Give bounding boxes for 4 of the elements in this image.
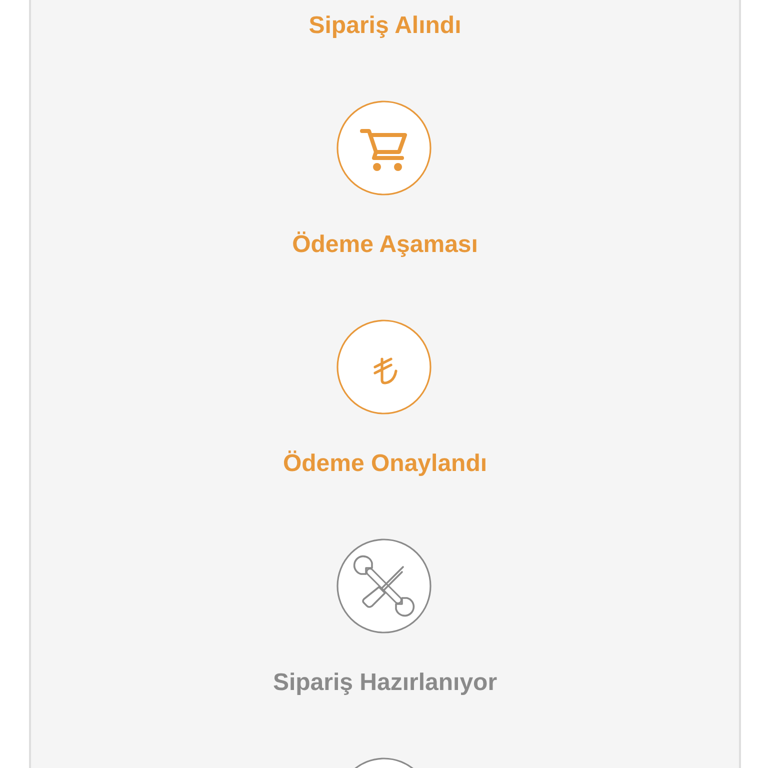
status-label: Ödeme Aşaması	[292, 231, 478, 259]
status-label: Ödeme Onaylandı	[282, 450, 488, 478]
status-label: Sipariş Hazırlanıyor	[272, 669, 498, 697]
status-label: Sipariş Alındı	[308, 12, 462, 40]
